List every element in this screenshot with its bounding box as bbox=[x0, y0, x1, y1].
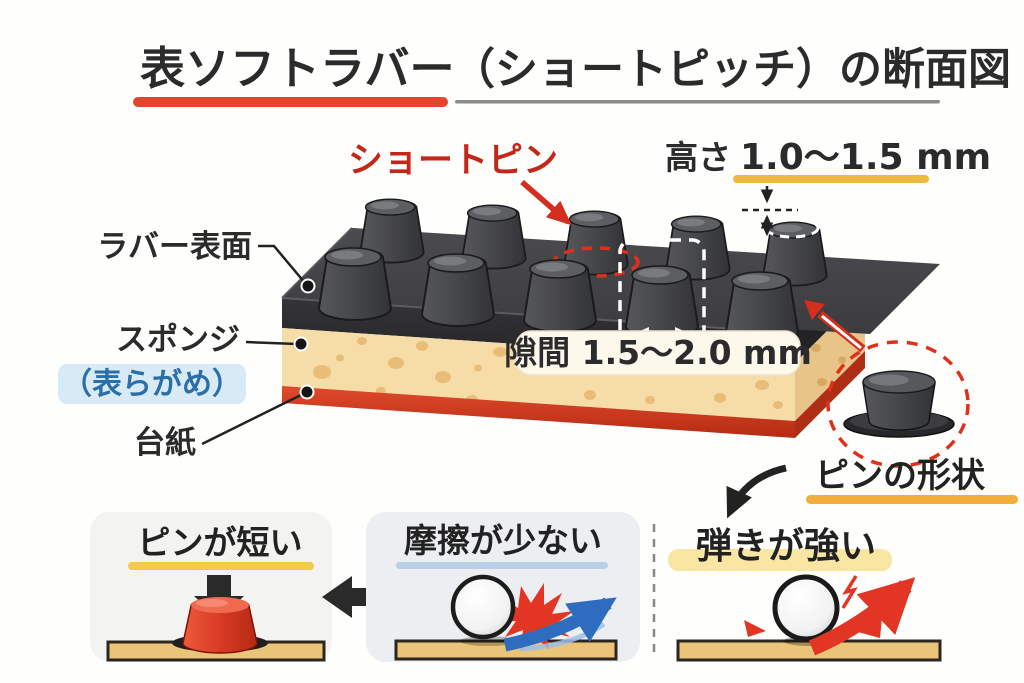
panel-low-friction: 摩擦が少ない bbox=[366, 512, 640, 662]
height-measure-arrows bbox=[742, 186, 798, 237]
sponge-label: スポンジ bbox=[116, 322, 240, 358]
rubber-surface-label: ラバー表面 bbox=[97, 229, 252, 265]
panel-title: 摩擦が少ない bbox=[404, 521, 602, 560]
rubber-surface-leader bbox=[258, 244, 306, 284]
short-pin-callout: ショートピン bbox=[348, 141, 572, 226]
pin-shape-dashed-circle bbox=[826, 340, 970, 468]
page-title-main: 表ソフトラバー bbox=[140, 42, 455, 95]
sponge-dot bbox=[293, 336, 309, 352]
base-paper-front-face bbox=[282, 386, 795, 438]
ball-icon bbox=[772, 574, 840, 642]
pin-shape-callout: ピンの形状 bbox=[726, 300, 1018, 519]
rubber-pin bbox=[421, 253, 495, 327]
sponge-note-label: （表らがめ） bbox=[62, 367, 242, 402]
bounce-arrow-blue bbox=[503, 597, 617, 652]
base-paper-side-face bbox=[795, 351, 865, 438]
panel-strong-rebound: 弾きが強い bbox=[668, 526, 942, 662]
gap-label-pill: 隙間 1.5～2.0 mm bbox=[504, 330, 812, 376]
panel-underline bbox=[128, 562, 314, 570]
rubber-pin bbox=[625, 265, 699, 339]
base-paper-label: 台紙 bbox=[134, 425, 196, 461]
pin-shape-underline bbox=[806, 495, 1018, 504]
short-pin-label: ショートピン bbox=[348, 141, 558, 181]
page-title-sub: （ショートピッチ）の断面図 bbox=[452, 45, 1011, 95]
curved-arrow bbox=[726, 464, 787, 519]
layer-callouts: ラバー表面 スポンジ （表らがめ） 台紙 bbox=[58, 229, 316, 461]
height-underline bbox=[733, 175, 929, 183]
height-value: 1.0～1.5 mm bbox=[740, 137, 991, 178]
title-underline-gray bbox=[455, 100, 940, 104]
ball-shadow bbox=[460, 636, 516, 646]
bounce-arrow-red bbox=[808, 577, 916, 656]
gap-label: 隙間 1.5～2.0 mm bbox=[504, 333, 812, 372]
panel-title: ピンが短い bbox=[138, 523, 303, 562]
pin-shape-label: ピンの形状 bbox=[815, 456, 986, 496]
height-callout: 高さ 1.0～1.5 mm bbox=[665, 137, 991, 183]
panel-title: 弾きが強い bbox=[696, 526, 876, 567]
rubber-surface-dot bbox=[300, 278, 316, 294]
short-pin-arrow bbox=[520, 179, 572, 226]
panel-pin-short: ピンが短い bbox=[90, 512, 332, 662]
base-paper-dot bbox=[299, 384, 315, 400]
pressed-pin-icon bbox=[172, 597, 268, 654]
pin-shape-arrowhead bbox=[804, 300, 825, 320]
sponge-note: （表らがめ） bbox=[58, 364, 246, 404]
impact-sparks bbox=[744, 575, 882, 638]
page-title: 表ソフトラバー （ショートピッチ）の断面図 bbox=[133, 42, 1011, 107]
pin-shape-arrow-core bbox=[821, 314, 862, 350]
left-arrow-icon bbox=[322, 576, 378, 618]
sponge-leader bbox=[245, 340, 298, 346]
pin-shape-hat-icon bbox=[843, 370, 955, 438]
height-measure-ellipse bbox=[764, 217, 820, 239]
ball-icon bbox=[450, 574, 516, 640]
rubber-block-illustration: 隙間 1.5～2.0 mm bbox=[281, 186, 940, 438]
height-label: 高さ bbox=[665, 138, 731, 177]
panel-highlight bbox=[668, 549, 892, 571]
rubber-pin bbox=[318, 247, 392, 321]
base-paper-leader bbox=[201, 392, 304, 446]
title-underline-red bbox=[133, 97, 448, 107]
panel-underline bbox=[396, 562, 608, 569]
rubber-pin bbox=[523, 259, 597, 333]
top-left-edge-highlight bbox=[281, 227, 353, 299]
